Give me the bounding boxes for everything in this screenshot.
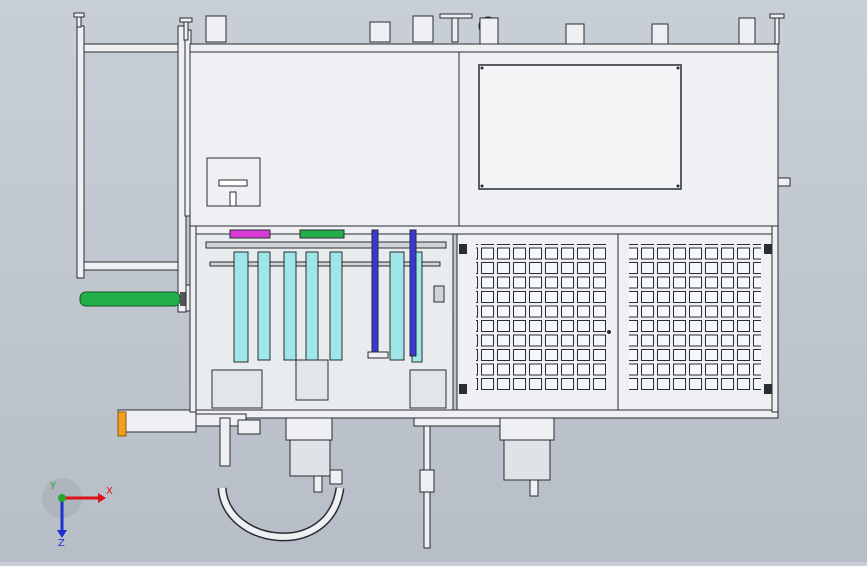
- discharge-arm: [117, 409, 261, 435]
- hmi-screen: [478, 64, 682, 190]
- left-rail-frame: [76, 25, 192, 313]
- coordinate-triad-icon: X Y Z: [40, 476, 120, 549]
- z-axis-arrow-icon: [57, 530, 67, 538]
- vent-panel-right: [629, 244, 761, 390]
- z-axis-label: Z: [58, 538, 65, 546]
- feeder-right: [499, 417, 555, 497]
- internal-mechanism: [205, 229, 447, 409]
- triad-svg: X Y Z: [42, 478, 113, 549]
- hose-outer: [217, 487, 345, 542]
- vent-panel-left: [476, 244, 608, 390]
- green-roller: [79, 284, 195, 312]
- y-axis-label: Y: [49, 481, 57, 492]
- frame-legs: [189, 225, 779, 413]
- feeder-left: [219, 417, 343, 493]
- x-axis-label: X: [106, 486, 113, 497]
- orange-stop-block: [117, 411, 127, 437]
- top-feet: [73, 12, 785, 45]
- y-axis-dot: [58, 494, 66, 502]
- x-axis-arrow-icon: [98, 493, 106, 503]
- hose-inner: [219, 487, 343, 540]
- hinge-markers: [459, 244, 772, 394]
